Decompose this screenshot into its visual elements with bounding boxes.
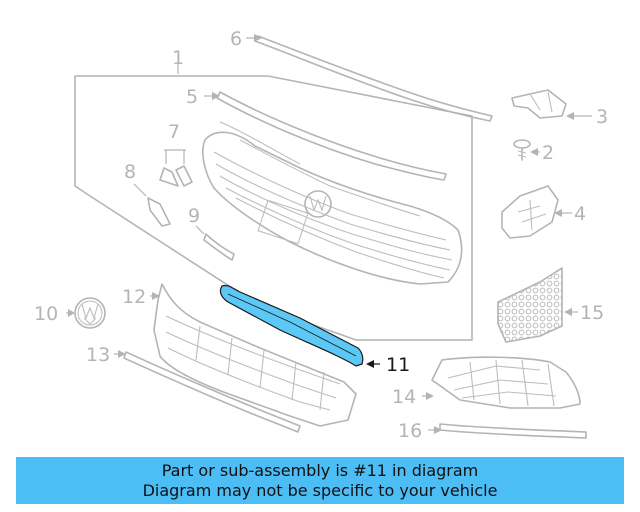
part-15-mesh-insert [497,267,578,343]
callout-14: 14 [392,386,416,408]
callout-12: 12 [122,286,146,308]
callout-3: 3 [596,106,608,128]
callout-4: 4 [574,203,586,225]
part-9-bracket [195,225,235,261]
callout-10: 10 [34,303,58,325]
part-13-lower-strip [114,350,301,433]
callout-9: 9 [188,205,200,227]
part-11-highlighted-strip [219,284,380,368]
part-12-lower-grille [150,283,357,427]
part-10-emblem [66,297,106,329]
part-14-fog-trim [422,356,581,409]
part-3-bracket [511,89,592,120]
callout-16: 16 [398,420,422,442]
notice-line-1: Part or sub-assembly is #11 in diagram [161,460,479,480]
part-8-clip [133,183,171,227]
notice-line-2: Diagram may not be specific to your vehi… [142,480,498,500]
part-2-screw [513,139,540,161]
callout-15: 15 [580,302,604,324]
callout-2: 2 [542,142,554,164]
part-16-bottom-strip [428,423,587,439]
part-1-grille-panel [74,62,473,341]
notice-banner: Part or sub-assembly is #11 in diagram D… [16,457,624,504]
upper-grille-assembly [202,121,463,285]
callout-13: 13 [86,344,110,366]
callout-7: 7 [168,121,180,143]
callout-11: 11 [386,354,410,376]
part-7-clips [159,149,193,187]
part-6-upper-trim-strip [246,34,493,122]
callout-1: 1 [172,47,184,69]
part-5-chrome-strip [204,91,447,181]
parts-diagram: 1 2 3 4 5 6 7 8 9 10 11 12 13 14 15 16 [34,28,608,442]
part-4-bracket [501,185,572,239]
callout-5: 5 [186,86,198,108]
callout-6: 6 [230,28,242,50]
callout-8: 8 [124,161,136,183]
